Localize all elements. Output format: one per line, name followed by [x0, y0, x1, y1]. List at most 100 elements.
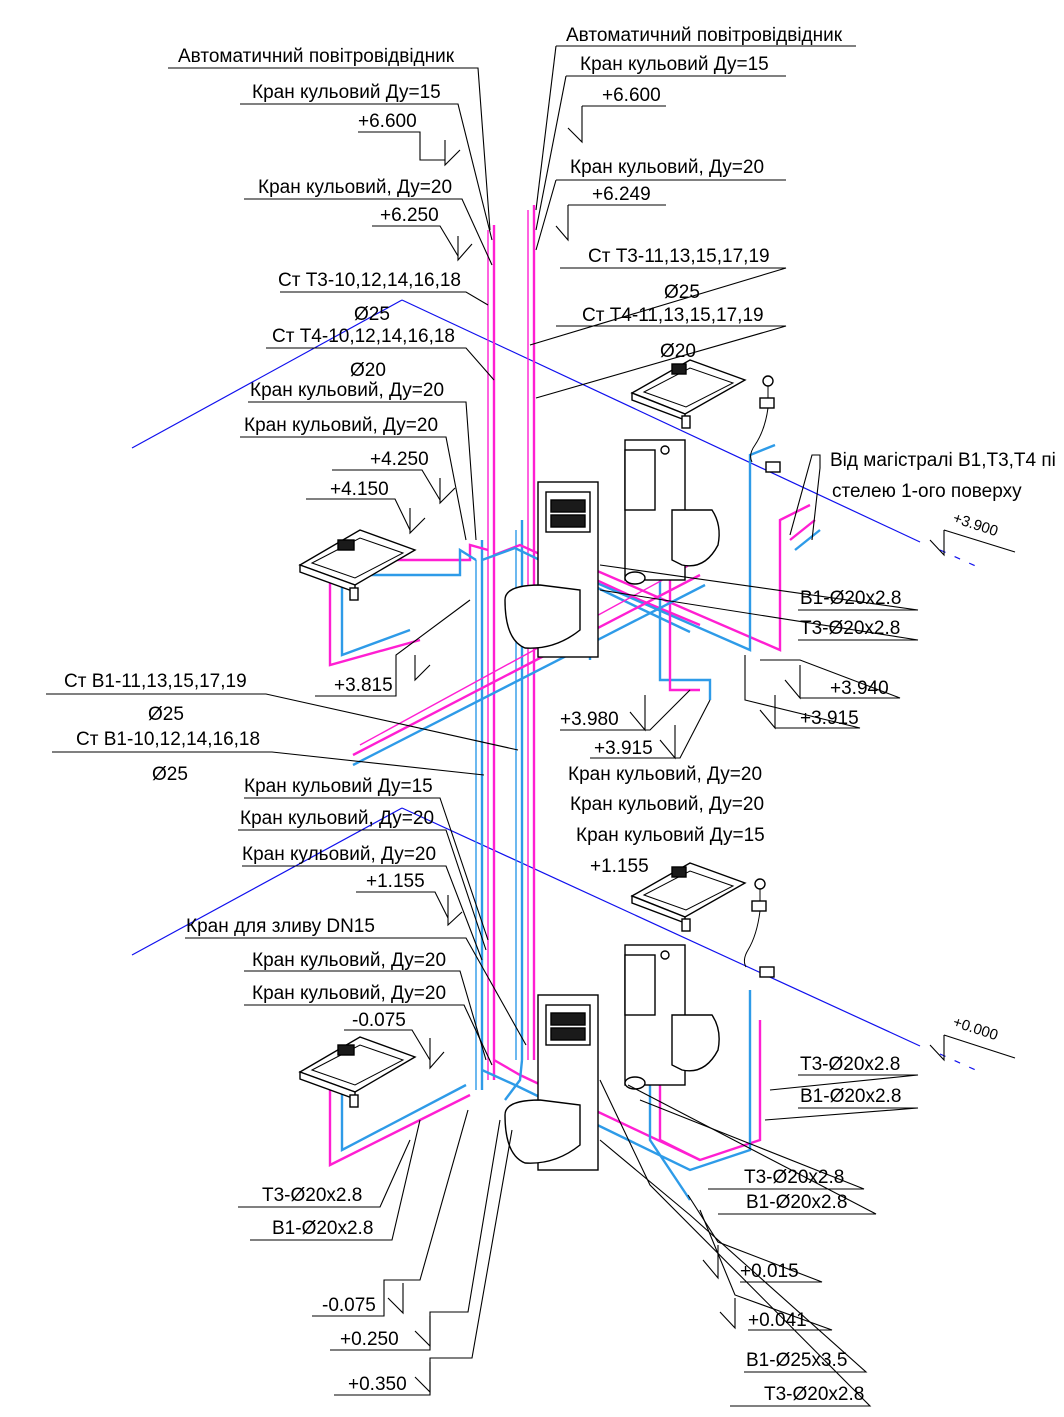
- label-valve20-f1-right-b: Кран кульовий, Ду=20: [570, 794, 764, 815]
- label-0250: +0.250: [340, 1329, 399, 1350]
- sink-right-floor1: [630, 862, 747, 932]
- mark-0250: [414, 1316, 431, 1348]
- wc-tank-right-f1: [624, 954, 656, 1016]
- label-3940: +3.940: [830, 678, 889, 699]
- leader-valve20-f1-d: [244, 1004, 493, 1066]
- leader-valve20-top-left: [244, 198, 493, 266]
- label-3900: +3.900: [951, 510, 1000, 540]
- wc-right-f1-outlet: [624, 1076, 646, 1090]
- label-t3-main: Т3-Ø20x2.8: [764, 1384, 864, 1405]
- label-riser-t4-odd: Ст Т4-11,13,15,17,19: [582, 305, 764, 326]
- f1-b1-sink-left: [340, 1083, 467, 1152]
- label-air-vent-right: Автоматичний повітровідвідник: [566, 25, 843, 46]
- label-valve15-top-left: Кран кульовий Ду=15: [252, 82, 441, 103]
- leader-valve15-top-left: [240, 103, 493, 241]
- wc-bowl-right-f1: [671, 1014, 720, 1072]
- leader-b1-f1-right-mid: [627, 1084, 877, 1215]
- label-6250: +6.250: [380, 205, 439, 226]
- label-valve20-f2-a: Кран кульовий, Ду=20: [250, 380, 444, 401]
- axis-line-floor1-dash: [939, 1053, 981, 1073]
- sink-left-f2-trap: [349, 587, 359, 601]
- leader-b1-f1-right-top: [764, 1107, 919, 1121]
- wc-bowl-f2: [504, 584, 581, 649]
- leader-b1-f1-left: [250, 1119, 421, 1241]
- sink-right-floor2: [630, 359, 747, 429]
- wc-right-f1-valve: [660, 950, 670, 960]
- leader-t3-odd: [529, 267, 787, 346]
- leader-t3-f1-right-top: [769, 1074, 919, 1091]
- flush-button-b-f1: [550, 1027, 586, 1041]
- label-valve20-top-right: Кран кульовий, Ду=20: [570, 157, 764, 178]
- label-drain-valve: Кран для зливу DN15: [186, 916, 375, 937]
- mark-6250: [457, 236, 473, 262]
- leader-valve20-f1-c: [244, 970, 487, 1061]
- label-t3-f1-right-top: Т3-Ø20x2.8: [800, 1054, 900, 1075]
- mark-m0075-bottom: [387, 1283, 404, 1315]
- label-from-main-2: стелею 1-ого поверху: [832, 481, 1022, 502]
- wc-bowl-right-f2: [671, 509, 720, 567]
- shower-holder-f1: [751, 900, 767, 912]
- sink-right-f2-bowl: [642, 367, 735, 408]
- sink-left-floor2: [298, 529, 417, 601]
- label-m0075-top: -0.075: [352, 1010, 406, 1031]
- label-m0075-bottom: -0.075: [322, 1295, 376, 1316]
- label-1155-left: +1.155: [366, 871, 425, 892]
- label-riser-t3-odd-dia: Ø25: [664, 282, 700, 303]
- leader-valve15-top-right: [535, 75, 567, 231]
- leader-0250: [330, 1119, 501, 1351]
- mark-4250: [439, 478, 456, 505]
- sink-right-f2-faucet: [671, 363, 687, 375]
- shower-hose-f2: [750, 407, 769, 463]
- leader-valve20-f1-left-b: [242, 865, 483, 961]
- sink-left-floor1: [298, 1036, 417, 1108]
- leader-t4-even: [266, 347, 495, 381]
- labels: Автоматичний повітровідвідник Автоматичн…: [64, 25, 1056, 1405]
- label-6600-right: +6.600: [602, 85, 661, 106]
- flush-button-a-f2: [550, 499, 586, 513]
- f1-t3-sink-left: [328, 1080, 471, 1167]
- f2-t3-diag: [352, 573, 701, 757]
- axis-line-floor2-dash: [939, 549, 981, 569]
- label-riser-t4-odd-dia: Ø20: [660, 341, 696, 362]
- label-from-main: Від магістралі В1,Т3,Т4 пі: [830, 450, 1056, 471]
- leader-1155-left: [356, 891, 449, 919]
- leader-t4-odd: [535, 325, 787, 399]
- label-valve20-f1-left-a: Кран кульовий, Ду=20: [240, 808, 434, 829]
- sink-left-f1-faucet: [337, 1044, 355, 1056]
- label-riser-t3-odd: Ст Т3-11,13,15,17,19: [588, 246, 770, 267]
- mark-0000: [929, 1035, 945, 1062]
- shower-head-f2: [762, 375, 774, 387]
- label-riser-t4-even: Ст Т4-10,12,14,16,18: [272, 326, 455, 347]
- mark-4150: [409, 508, 426, 535]
- f1-drop: [504, 1059, 524, 1101]
- f2-b1-diag: [352, 583, 706, 767]
- mark-1155-left: [447, 895, 463, 927]
- label-riser-b1-odd: Ст В1-11,13,15,17,19: [64, 671, 247, 692]
- label-valve20-f2-b: Кран кульовий, Ду=20: [244, 415, 438, 436]
- mark-6249: [555, 205, 569, 242]
- leader-t3-main: [599, 1079, 872, 1407]
- label-valve20-f1-right-a: Кран кульовий, Ду=20: [568, 764, 762, 785]
- leader-6250: [372, 225, 459, 257]
- label-4150: +4.150: [330, 479, 389, 500]
- wc-center-floor1: [504, 994, 599, 1171]
- leader-m0075-bottom: [312, 1109, 469, 1317]
- shower-hose-f1: [743, 910, 761, 968]
- leader-6600-left: [358, 131, 445, 161]
- mark-0350: [414, 1362, 431, 1394]
- label-t3-f2-right: Т3-Ø20x2.8: [800, 618, 900, 639]
- label-b1-f1-left: В1-Ø20x2.8: [272, 1218, 373, 1239]
- leader-4150: [306, 498, 411, 531]
- f2-main-stub-b: [794, 529, 821, 551]
- label-valve20-top-left: Кран кульовий, Ду=20: [258, 177, 452, 198]
- f2-t3-sink-left: [328, 543, 489, 667]
- f2-b1-sink-left: [340, 547, 477, 657]
- shower-holder-f2: [759, 397, 775, 409]
- label-valve20-f1-c: Кран кульовий, Ду=20: [252, 950, 446, 971]
- label-valve15-top-right: Кран кульовий Ду=15: [580, 54, 769, 75]
- wc-right-floor1: [624, 944, 720, 1090]
- sink-left-f1-trap: [349, 1094, 359, 1108]
- shower-head-f1: [754, 878, 766, 890]
- mark-6600-right: [567, 106, 583, 144]
